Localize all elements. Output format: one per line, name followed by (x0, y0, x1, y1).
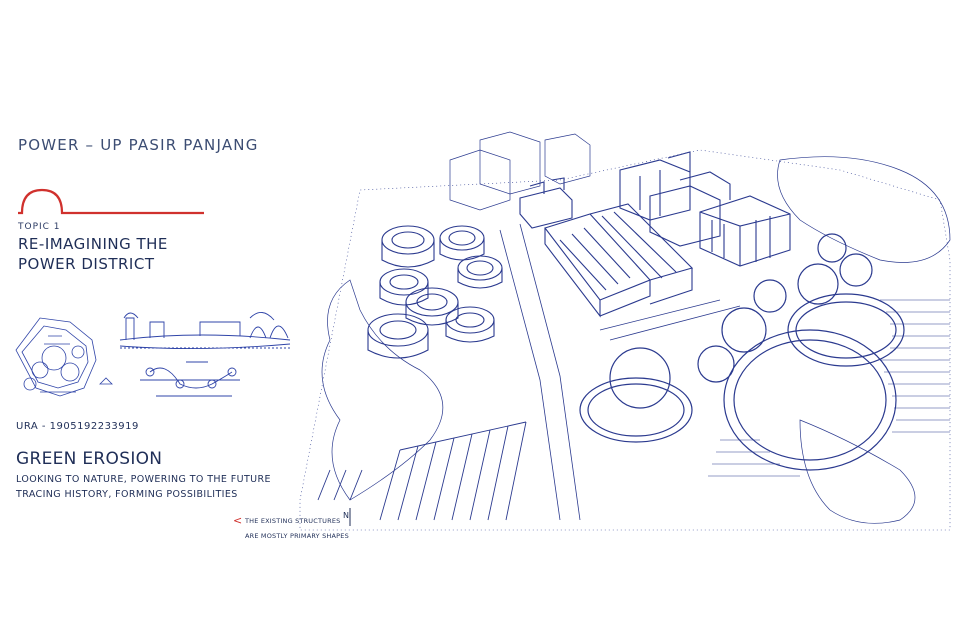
annotation-arrow-icon: < (233, 514, 243, 527)
vignette-sketch-section (119, 312, 291, 397)
topic-title: RE-IMAGINING THE POWER DISTRICT (18, 234, 168, 274)
vignette-sketch-left (15, 317, 113, 397)
compass-label: N (343, 511, 349, 520)
topic-title-line-1: RE-IMAGINING THE (18, 235, 168, 253)
topic-divider-arch (18, 188, 204, 215)
topic-title-line-2: POWER DISTRICT (18, 255, 155, 273)
student-id: URA - 1905192233919 (16, 421, 139, 432)
concept-title: GREEN EROSION (16, 449, 163, 469)
site-plan-sketch (299, 131, 951, 531)
annotation-line-1: THE EXISTING STRUCTURES (245, 517, 341, 525)
concept-subtitle-1: LOOKING TO NATURE, POWERING TO THE FUTUR… (16, 474, 271, 485)
annotation-line-2: ARE MOSTLY PRIMARY SHAPES (245, 532, 349, 538)
topic-label: TOPIC 1 (18, 222, 61, 232)
concept-subtitle-2: TRACING HISTORY, FORMING POSSIBILITIES (16, 489, 238, 500)
project-title: POWER – UP PASIR PANJANG (18, 136, 259, 154)
